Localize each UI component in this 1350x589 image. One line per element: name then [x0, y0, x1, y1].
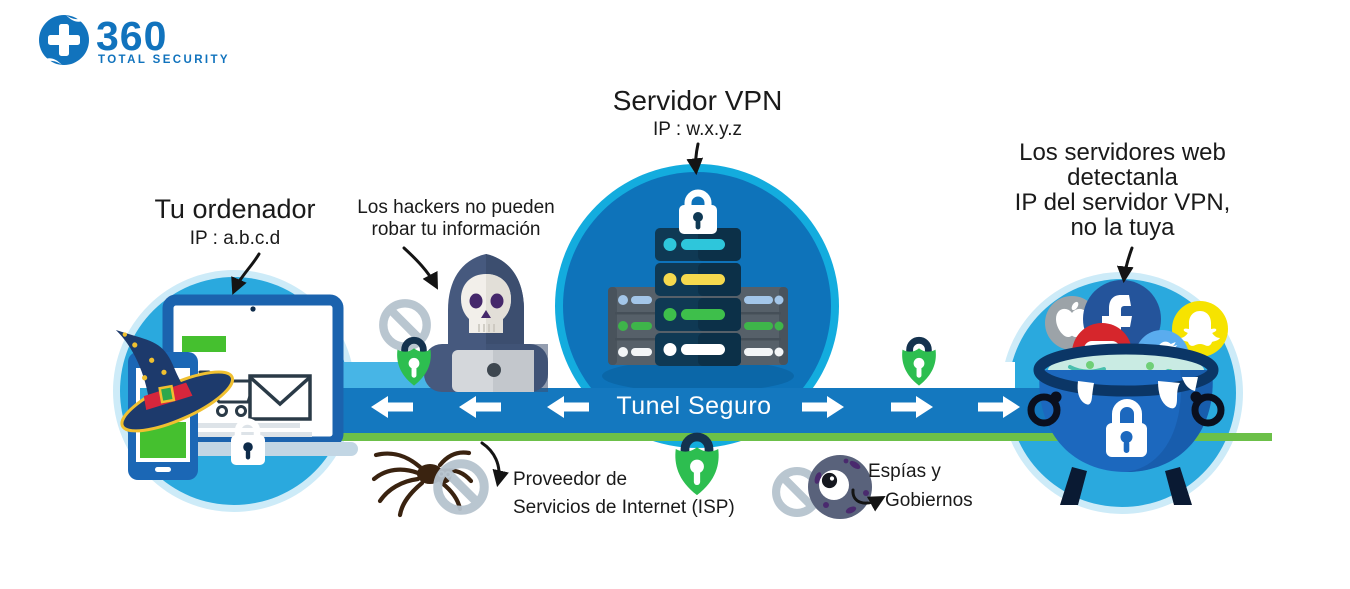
wizard-hat-icon	[115, 330, 235, 433]
front-server-tower	[655, 228, 741, 366]
computer-devices-illustration	[115, 294, 358, 480]
padlock-icon	[1106, 399, 1147, 457]
brand-tagline: TOTAL SECURITY	[98, 54, 230, 66]
envelope-icon	[248, 374, 312, 421]
isp-note-line1: Proveedor de	[513, 469, 628, 490]
vpn-title: Servidor VPN	[612, 85, 783, 116]
down-arrow-icon	[1116, 246, 1134, 284]
computer-ip: IP : a.b.c.d	[189, 228, 281, 249]
brand-logo-icon	[39, 15, 89, 65]
down-arrow-icon	[686, 142, 704, 176]
web-note-line2: detectanla	[1067, 164, 1178, 191]
cauldron-icon	[1027, 280, 1228, 505]
server-rack-icon	[602, 189, 794, 392]
laptop	[150, 294, 358, 456]
web-note-line1: Los servidores web	[1019, 139, 1226, 166]
spies-note-line1: Espías y	[868, 461, 941, 482]
padlock-icon	[679, 189, 717, 234]
left-arrow-icon	[459, 396, 501, 418]
right-arrow-icon	[891, 396, 933, 418]
shield-lock-icon	[391, 330, 437, 388]
padlock-icon	[231, 418, 265, 465]
hacker-laptop	[452, 350, 534, 392]
skull-face	[461, 274, 511, 333]
down-arrow-icon	[480, 441, 509, 488]
right-arrow-icon	[802, 396, 844, 418]
hacker-note-line2: robar tu información	[371, 219, 541, 241]
green-banner	[182, 336, 226, 352]
shield-lock-icon	[896, 330, 942, 388]
hacker-skull-icon	[424, 254, 548, 392]
isp-note: Proveedor de Servicios de Internet (ISP)	[513, 466, 763, 522]
up-right-arrow-icon	[851, 488, 886, 512]
spy-eye-icon	[808, 455, 872, 519]
isp-note-line2: Servicios de Internet (ISP)	[513, 497, 735, 518]
right-arrow-icon	[978, 396, 1020, 418]
vpn-ip: IP : w.x.y.z	[652, 119, 743, 140]
hacker-note: Los hackers no pueden robar tu informaci…	[335, 197, 577, 242]
web-servers-note: Los servidores web detectanla IP del ser…	[985, 140, 1260, 240]
left-arrow-icon	[547, 396, 589, 418]
web-note-line3: IP del servidor VPN,	[1014, 189, 1231, 216]
hacker-note-line1: Los hackers no pueden	[357, 197, 555, 218]
tunnel-label: Tunel Seguro	[616, 392, 772, 420]
web-note-line4: no la tuya	[1070, 214, 1175, 241]
left-arrow-icon	[371, 396, 413, 418]
down-arrow-icon	[231, 252, 261, 295]
spies-note-line2: Gobiernos	[885, 490, 973, 511]
pot-body	[1027, 343, 1225, 505]
brand-name: 360	[96, 13, 168, 59]
snapchat-icon	[1172, 301, 1228, 357]
computer-title: Tu ordenador	[154, 194, 316, 224]
down-right-arrow-icon	[402, 246, 438, 290]
